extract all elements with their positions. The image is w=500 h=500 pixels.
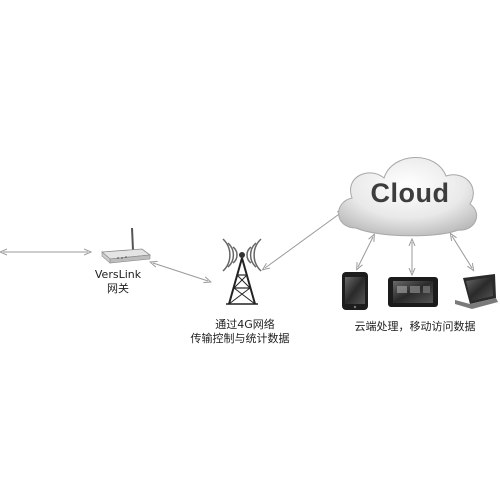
- arrow-cloud-to-laptop: [452, 236, 472, 268]
- tablet-icon: [388, 277, 438, 307]
- devices-caption: 云端处理，移动访问数据: [354, 320, 476, 333]
- laptop-icon: [455, 274, 498, 309]
- arrow-router-to-tower: [153, 263, 208, 281]
- cloud-icon: [338, 157, 478, 237]
- arrow-cloud-to-phone: [358, 237, 373, 267]
- router-name: VersLink: [94, 268, 142, 281]
- cloud-label: Cloud: [370, 178, 450, 208]
- tower-caption-line2: 传输控制与统计数据: [190, 332, 290, 345]
- arrow-tower-to-cloud: [265, 212, 342, 268]
- router-icon: [101, 227, 152, 264]
- router-subtitle: 网关: [107, 282, 129, 295]
- smartphone-icon: [342, 272, 368, 310]
- cell-tower-icon: [222, 238, 262, 305]
- tower-caption-line1: 通过4G网络: [215, 318, 275, 331]
